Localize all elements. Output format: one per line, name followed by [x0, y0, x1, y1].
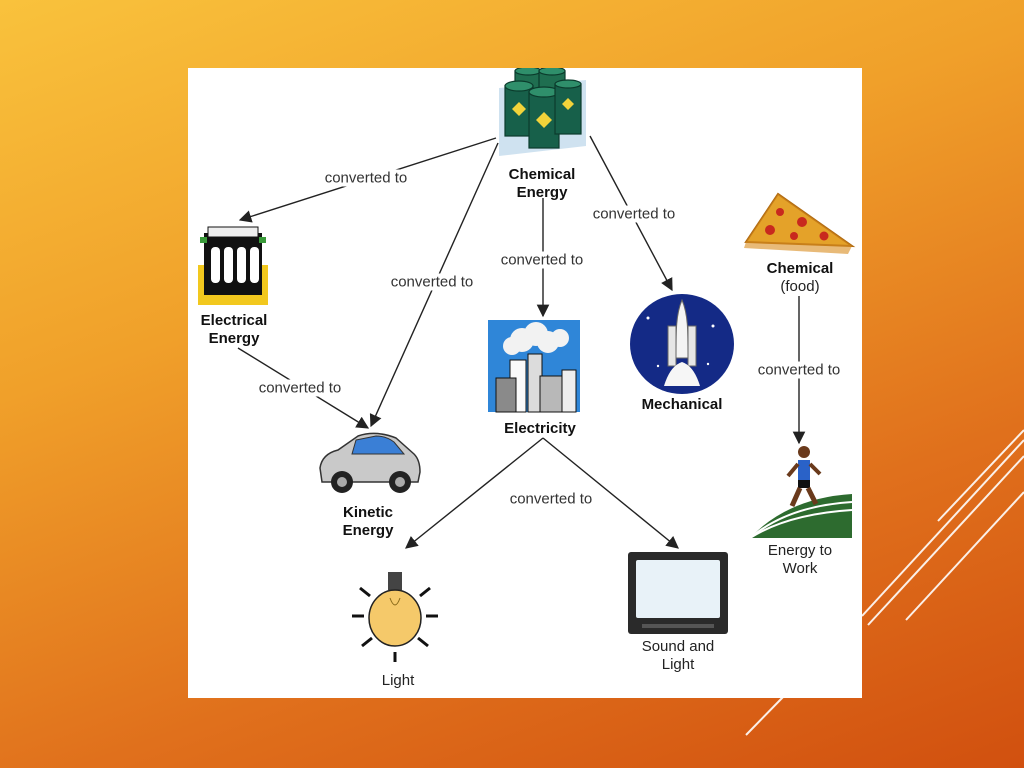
edge-label: converted to [507, 490, 595, 508]
power-plant-icon [488, 320, 580, 413]
runner-icon [749, 446, 853, 539]
node-label-light: Light [381, 672, 415, 689]
node-label-electricity: Electricity [504, 420, 576, 437]
node-label-mechanical: Mechanical [641, 396, 723, 413]
pizza-icon [744, 192, 856, 254]
edge-label: converted to [755, 361, 843, 379]
edge-label: converted to [498, 251, 586, 269]
node-label-chemical-food: Chemical(food) [766, 260, 834, 295]
space-shuttle-icon [630, 294, 734, 394]
edge-label: converted to [256, 379, 344, 397]
edge-label: converted to [590, 205, 678, 223]
light-bulb-icon [352, 572, 438, 662]
edge-electricity-to-light [405, 437, 544, 549]
battery-icon [198, 226, 268, 305]
edge-electricity-to-tv [542, 437, 679, 549]
edge-label: converted to [322, 169, 410, 187]
concept-map-diagram [198, 68, 856, 662]
television-icon [628, 552, 728, 634]
car-icon [319, 432, 421, 493]
edge-label: converted to [388, 273, 476, 291]
oil-barrels-icon [499, 68, 586, 156]
